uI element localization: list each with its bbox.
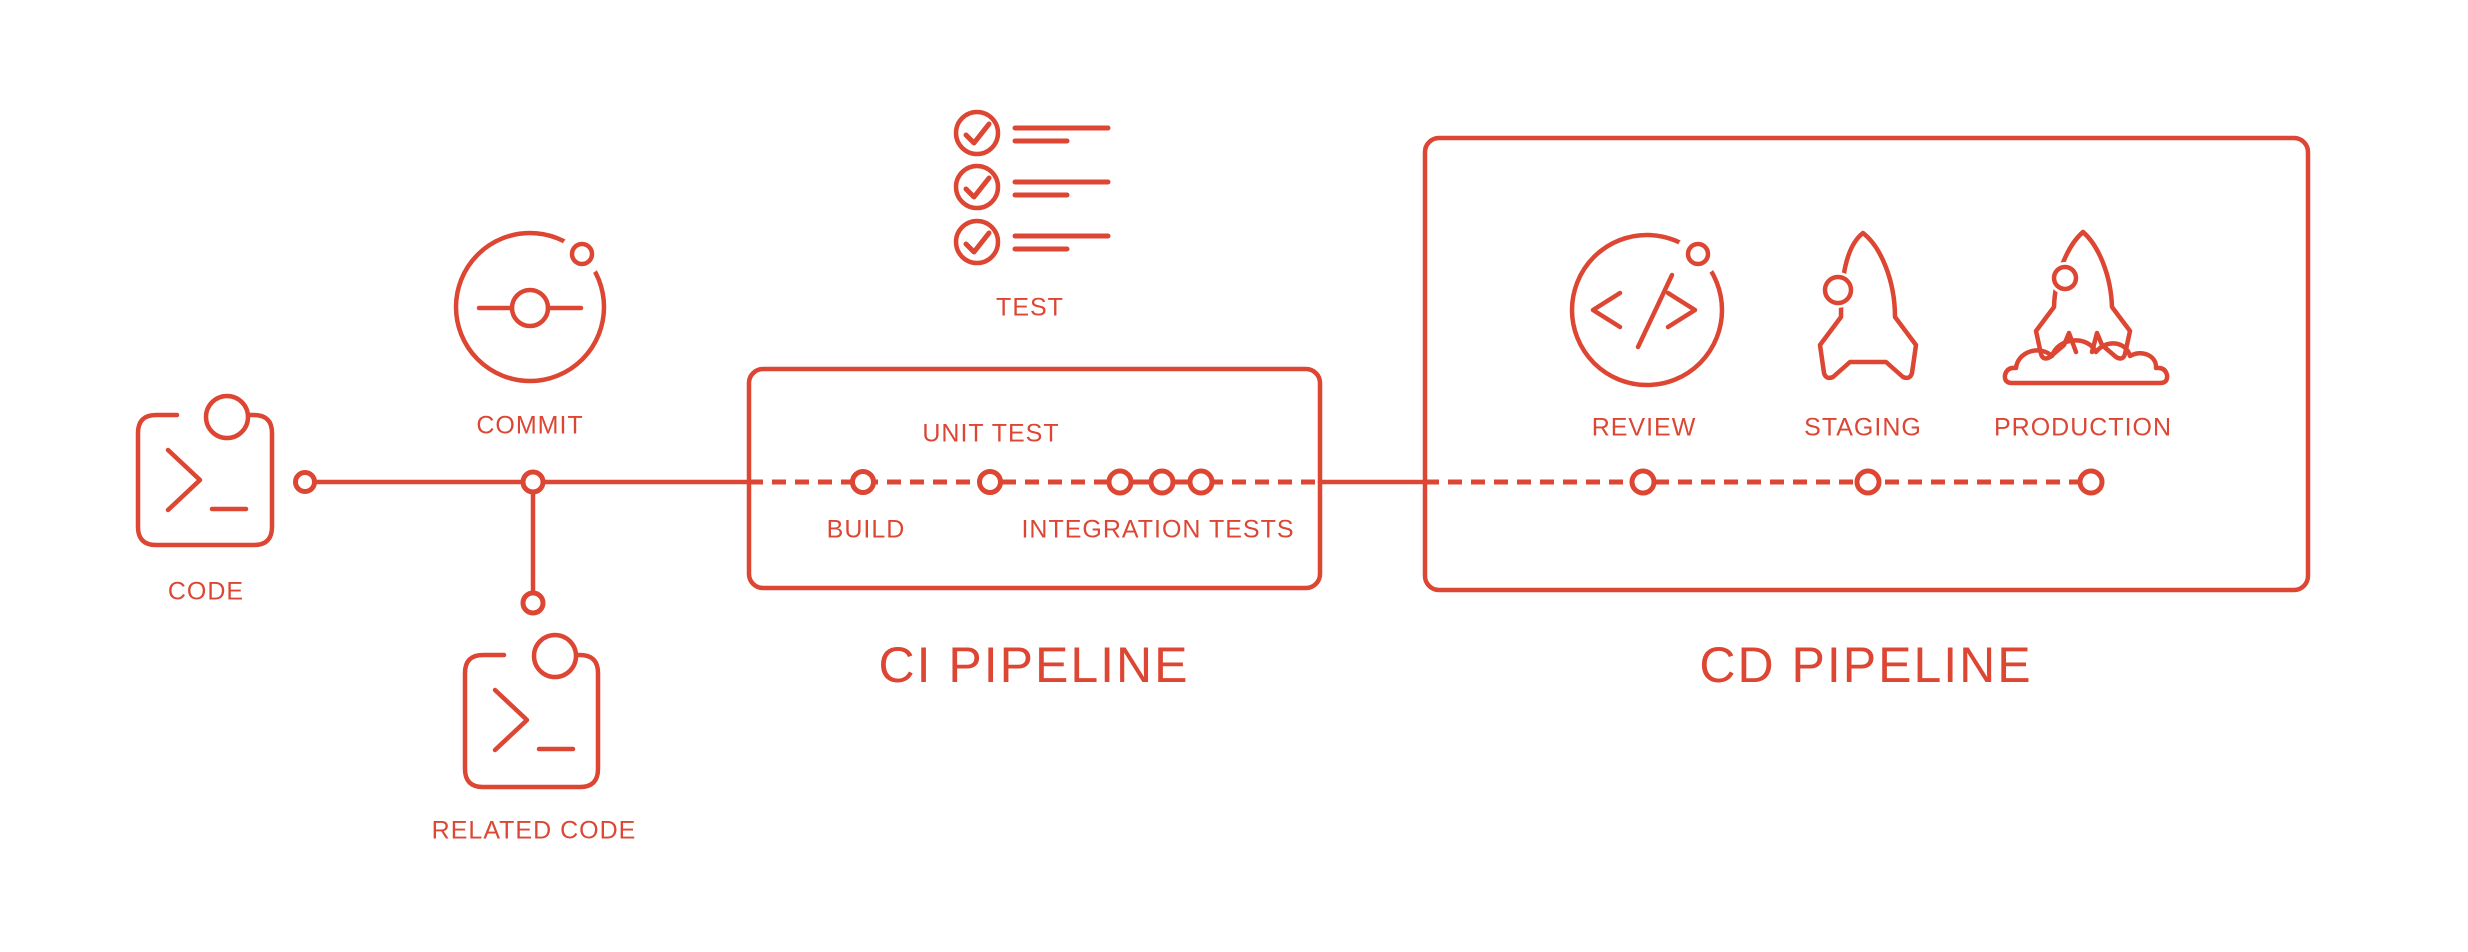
integration-test-node [1187,468,1215,496]
start-node [293,470,317,494]
review-label: REVIEW [1591,413,1697,442]
build-label: BUILD [826,515,906,544]
staging-label: STAGING [1804,413,1922,442]
related-code-label: RELATED CODE [431,816,637,845]
ci-pipeline-box [746,366,1323,591]
rocket-launch-icon [2002,229,2170,386]
terminal-code-icon [135,393,275,548]
unit-test-label: UNIT TEST [922,419,1060,448]
unit-test-node [977,469,1003,495]
code-review-icon [1569,232,1725,388]
staging-node [1854,468,1882,496]
test-label: TEST [996,293,1064,322]
build-node [850,469,876,495]
integration-test-node [1148,468,1176,496]
pipeline-nodes [293,468,2105,616]
related-code-node [520,590,546,616]
integration-tests-label: INTEGRATION TESTS [1021,515,1295,544]
git-commit-icon [453,230,607,384]
code-label: CODE [167,577,245,606]
ci-pipeline-title: CI PIPELINE [878,637,1190,693]
smoke-cloud [2002,338,2170,386]
cd-pipeline-box [1422,135,2311,593]
production-node [2077,468,2105,496]
integration-test-node [1106,468,1134,496]
commit-label: COMMIT [476,411,584,440]
rocket-icon [1817,230,1919,381]
commit-node [520,469,546,495]
checklist-icon [953,109,1111,266]
review-node [1629,468,1657,496]
cd-pipeline-title: CD PIPELINE [1699,637,2033,693]
terminal-code-icon [462,632,601,790]
production-label: PRODUCTION [1993,413,2173,442]
